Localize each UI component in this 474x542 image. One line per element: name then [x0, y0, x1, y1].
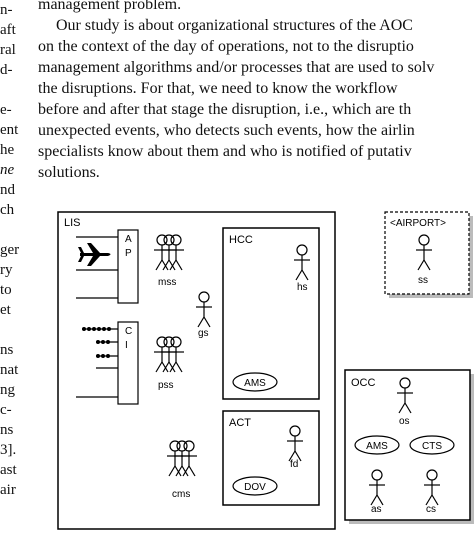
left-fragment: nat: [0, 362, 19, 378]
airplane-icon: [78, 243, 111, 266]
airport-label: <AIRPORT>: [390, 218, 446, 229]
paragraph-line: management algorithms and/or processes t…: [38, 59, 435, 76]
left-fragment: ent: [0, 122, 19, 138]
mss-actor-icon: [153, 234, 185, 271]
pss-actor-icon: [153, 336, 185, 373]
hs-label: hs: [297, 282, 308, 293]
as-label: as: [371, 504, 382, 515]
left-fragment: e-: [0, 102, 12, 118]
left-fragment: et: [0, 302, 11, 318]
left-fragment: ger: [0, 242, 20, 258]
left-fragment: n-: [0, 2, 13, 18]
left-fragment: d-: [0, 62, 13, 78]
gs-label: gs: [198, 328, 209, 339]
airport-box: [384, 211, 470, 295]
paragraph-line: management problem.: [38, 0, 182, 13]
os-label: os: [399, 416, 410, 427]
left-fragment: c-: [0, 402, 12, 418]
body-paragraph: management problem. Our study is about o…: [38, 0, 474, 183]
pss-label: pss: [158, 380, 174, 391]
ci-box: [117, 321, 139, 405]
ss-label: ss: [418, 275, 428, 286]
left-fragment: ns: [0, 422, 14, 438]
ci-label-c: C: [125, 326, 132, 337]
dov-ellipse: [232, 476, 278, 496]
dov-label: DOV: [244, 482, 266, 493]
occ-box: [344, 369, 471, 521]
paragraph-line: before and after that stage the disrupti…: [38, 101, 412, 118]
act-label: ACT: [229, 417, 251, 429]
act-box: [222, 410, 320, 506]
cms-actor-icon: [166, 440, 198, 477]
paragraph-line: the disruptions. For that, we need to kn…: [38, 80, 398, 97]
ap-lines: [76, 236, 118, 299]
ap-label-p: P: [125, 248, 132, 259]
cms-label: cms: [172, 489, 190, 500]
left-fragment: ns: [0, 342, 14, 358]
left-fragment: ry: [0, 262, 13, 278]
lis-label: LIS: [64, 217, 81, 229]
paragraph-line: solutions.: [38, 164, 100, 181]
cs-label: cs: [426, 504, 436, 515]
fd-actor-icon: [286, 425, 304, 462]
left-fragment: ne: [0, 162, 15, 178]
left-fragment: he: [0, 142, 15, 158]
left-fragment: ast: [0, 462, 17, 478]
cts-label: CTS: [422, 441, 442, 452]
left-fragment: 3].: [0, 442, 17, 458]
occ-ams-label: AMS: [366, 441, 388, 452]
left-fragment: ch: [0, 202, 15, 218]
ap-label-a: A: [125, 234, 132, 245]
cts-ellipse: [409, 435, 455, 455]
mss-label: mss: [158, 277, 176, 288]
occ-label: OCC: [351, 377, 376, 389]
hcc-ams-ellipse: [232, 372, 278, 392]
ci-label-i: I: [125, 340, 128, 351]
left-fragment: air: [0, 482, 16, 498]
paragraph-line: on the context of the day of operations,…: [38, 38, 414, 55]
hcc-label: HCC: [229, 234, 253, 246]
paragraph-line: specialists know about them and who is n…: [38, 143, 412, 160]
lis-box: [57, 211, 336, 530]
left-fragment: to: [0, 282, 12, 298]
left-column-fragments: n- aft ral d- e- ent he ne nd ch ger ry …: [0, 0, 22, 542]
left-fragment: aft: [0, 22, 16, 38]
dots-icon: [82, 327, 111, 358]
hs-actor-icon: [293, 244, 311, 281]
gs-actor-icon: [195, 291, 213, 328]
fd-label: fd: [290, 459, 298, 470]
left-fragment: nd: [0, 182, 15, 198]
left-fragment: ng: [0, 382, 15, 398]
paragraph-line: unexpected events, who detects such even…: [38, 122, 415, 139]
hcc-ams-label: AMS: [244, 378, 266, 389]
hcc-box: [222, 227, 320, 400]
paragraph-line: Our study is about organizational struct…: [56, 17, 413, 34]
occ-ams-ellipse: [354, 435, 400, 455]
left-fragment: ral: [0, 42, 16, 58]
ap-box: [117, 229, 139, 304]
ci-lines: [76, 328, 118, 398]
